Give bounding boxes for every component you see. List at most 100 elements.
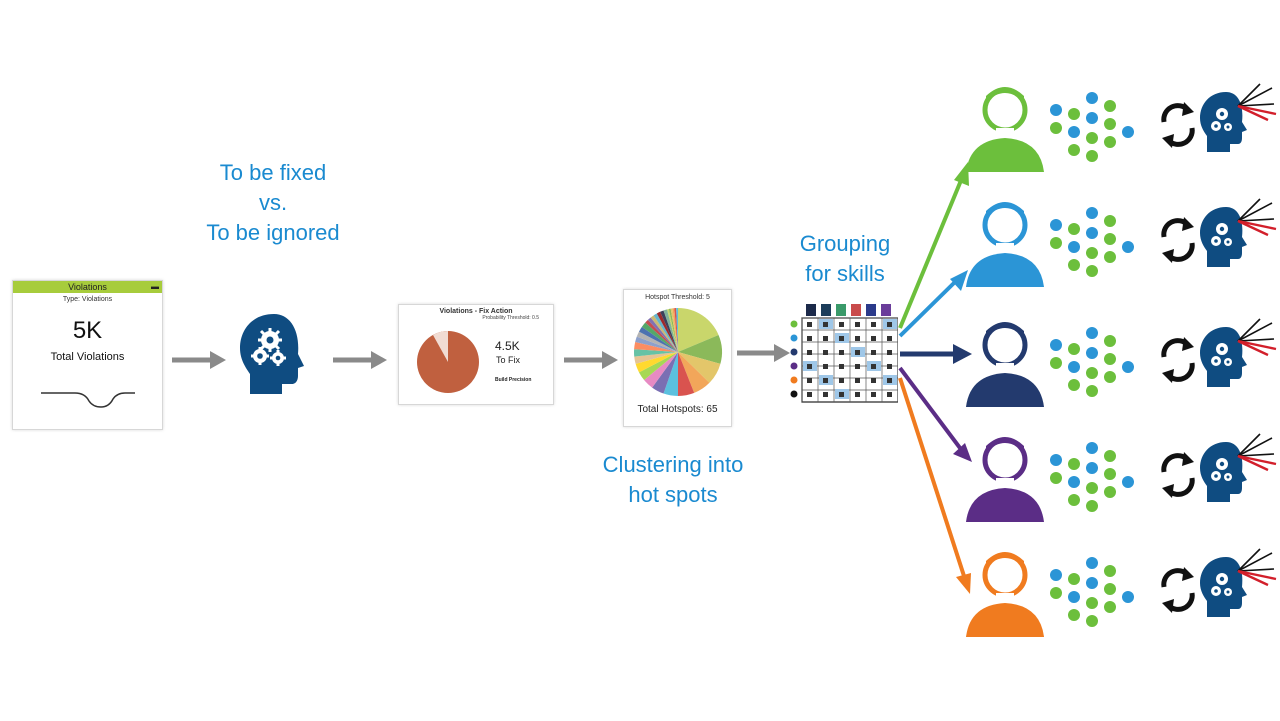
hotspot-slice — [678, 308, 719, 352]
matrix-row-dot — [790, 390, 798, 398]
arrow-to-orange-person — [898, 377, 971, 594]
head-gears-icon — [240, 314, 304, 394]
violations-card: Violations ▬ Type: Violations 5K Total V… — [12, 280, 163, 430]
person-row — [960, 315, 1280, 410]
person-row — [960, 545, 1280, 640]
hotspot-slice — [674, 308, 678, 352]
decision-label: To be fixed vs. To be ignored — [180, 158, 366, 248]
sparkline — [41, 392, 135, 408]
hotspot-card-footer: Total Hotspots: 65 — [637, 404, 718, 415]
decision-line-3: To be ignored — [206, 220, 340, 245]
hotspot-pie-chart — [634, 308, 722, 396]
refresh-icon — [1161, 217, 1195, 263]
hotspot-slice — [656, 311, 678, 352]
violations-value: 5K — [72, 317, 103, 344]
matrix-row-dot — [790, 334, 798, 342]
arrow-1 — [172, 351, 226, 369]
fix-card-footer: Build Precision — [495, 377, 532, 383]
hotspot-slice — [652, 352, 678, 394]
person-row — [960, 80, 1280, 175]
hotspot-slice — [667, 308, 678, 352]
matrix-header-cell — [821, 304, 831, 316]
fix-card-subtitle: Probability Threshold: 0.5 — [482, 315, 539, 321]
fix-pie-chart — [417, 331, 479, 393]
matrix-row-dot — [790, 348, 798, 356]
hotspot-slice — [634, 352, 678, 364]
fix-card-title: Violations - Fix Action — [439, 308, 513, 315]
decision-arrows-icon — [1237, 83, 1277, 122]
hotspot-slice — [670, 308, 678, 352]
grouping-line-1: Grouping — [799, 231, 891, 256]
hotspot-slice — [644, 352, 678, 388]
matrix-header-cell — [851, 304, 861, 316]
decision-arrows-icon — [1237, 548, 1277, 587]
person-green-icon — [966, 87, 1044, 172]
skill-dots-icon — [1050, 557, 1134, 627]
refresh-icon — [1161, 567, 1195, 613]
person-navy-icon — [966, 322, 1044, 407]
hotspot-slice — [639, 352, 678, 381]
skills-matrix-icon — [790, 304, 898, 403]
clustering-line-1: Clustering into — [602, 452, 744, 477]
clustering-label: Clustering into hot spots — [580, 450, 766, 510]
person-purple-icon — [966, 437, 1044, 522]
matrix-row-dot — [790, 320, 798, 328]
fix-card-value: 4.5K — [495, 339, 520, 353]
hotspot-slice — [639, 326, 678, 352]
head-gears-icon — [1200, 327, 1247, 387]
arrow-3 — [564, 351, 618, 369]
hotspot-slice — [635, 336, 678, 352]
refresh-icon — [1161, 337, 1195, 383]
hotspot-slice — [678, 352, 695, 396]
matrix-header-cell — [836, 304, 846, 316]
matrix-row-dot — [790, 376, 798, 384]
clustering-line-2: hot spots — [628, 482, 718, 507]
person-row — [960, 430, 1280, 525]
arrow-to-navy-person — [900, 344, 972, 364]
hotspot-slice — [641, 322, 678, 352]
violations-header-text: Violations — [68, 282, 107, 292]
hotspot-slice — [647, 317, 678, 352]
grouping-line-2: for skills — [805, 261, 885, 286]
head-gears-icon — [1200, 442, 1247, 502]
refresh-icon — [1161, 102, 1195, 148]
decision-arrows-icon — [1237, 433, 1277, 472]
skill-dots-icon — [1050, 442, 1134, 512]
hotspot-slice — [678, 334, 722, 364]
hotspot-slice — [676, 308, 678, 352]
refresh-icon — [1161, 452, 1195, 498]
skill-dots-icon — [1050, 207, 1134, 277]
hotspot-slice — [678, 352, 721, 383]
decision-line-1: To be fixed — [219, 160, 327, 185]
matrix-header-cell — [881, 304, 891, 316]
decision-arrows-icon — [1237, 318, 1277, 357]
matrix-row-dot — [790, 362, 798, 370]
hotspot-slice — [636, 331, 678, 352]
arrow-2 — [333, 351, 387, 369]
arrow-to-blue-person — [898, 270, 968, 338]
head-gears-icon — [1200, 92, 1247, 152]
hotspot-slice — [663, 352, 678, 396]
hotspot-slice — [660, 310, 678, 352]
matrix-header-cell — [806, 304, 816, 316]
head-gears-icon — [1200, 557, 1247, 617]
person-row — [960, 195, 1280, 290]
violations-label: Total Violations — [50, 351, 125, 363]
hotspot-slice — [653, 313, 678, 352]
person-orange-icon — [966, 552, 1044, 637]
hotspot-slice — [634, 341, 678, 352]
hotspot-slice — [635, 352, 678, 373]
matrix-header-cell — [866, 304, 876, 316]
arrow-to-green-person — [898, 162, 969, 329]
hotspot-slice — [672, 308, 678, 352]
violations-subtitle: Type: Violations — [62, 296, 113, 303]
violations-card-header: Violations ▬ — [13, 281, 162, 293]
arrow-to-purple-person — [898, 366, 972, 462]
hotspot-card-title: Hotspot Threshold: 5 — [645, 294, 710, 301]
hotspot-card: Hotspot Threshold: 5 Total Hotspots: 65 — [623, 289, 732, 427]
decision-arrows-icon — [1237, 198, 1277, 237]
head-gears-icon — [1200, 207, 1247, 267]
fix-card-value-label: To Fix — [496, 355, 521, 365]
menu-icon: ▬ — [151, 282, 159, 291]
skill-dots-icon — [1050, 92, 1134, 162]
